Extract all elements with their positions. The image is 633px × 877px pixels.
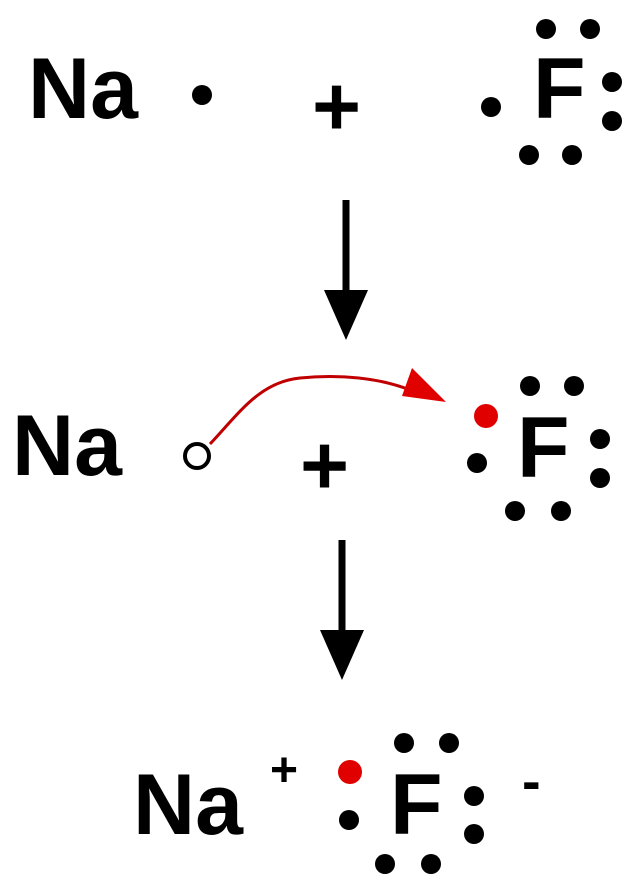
electron-dot	[481, 97, 501, 117]
fluorine-symbol: F	[517, 400, 570, 496]
sodium-symbol: Na	[12, 398, 123, 494]
electron-dot	[590, 429, 610, 449]
electron-dot	[602, 72, 622, 92]
electron-dot	[339, 810, 359, 830]
reactants-row: Na + F	[28, 19, 622, 165]
electron-dot	[505, 501, 525, 521]
electron-dot	[602, 111, 622, 131]
product-row: Na + F -	[133, 733, 541, 874]
electron-dot	[580, 19, 600, 39]
sodium-valence-electron	[192, 85, 212, 105]
sodium-ion-symbol: Na	[133, 757, 244, 853]
electron-dot	[590, 468, 610, 488]
sodium-vacated-electron	[183, 442, 211, 470]
electron-dot	[467, 453, 487, 473]
fluorine-valence-electrons	[481, 19, 622, 165]
electron-dot	[464, 824, 484, 844]
electron-transfer-arrowhead	[402, 368, 446, 402]
fluoride-ion-charge: -	[522, 749, 541, 812]
fluorine-symbol: F	[533, 41, 586, 137]
electron-dot	[394, 733, 414, 753]
fluoride-ion-symbol: F	[390, 757, 443, 853]
reaction-arrow-2	[320, 540, 364, 680]
electron-dot	[564, 376, 584, 396]
electron-dot	[421, 854, 441, 874]
transferred-electron	[338, 760, 362, 784]
fluoride-valence-electrons	[339, 733, 484, 874]
electron-dot	[464, 786, 484, 806]
transfer-row: Na + F	[12, 368, 610, 521]
sodium-symbol: Na	[28, 41, 139, 137]
plus-sign: +	[312, 59, 361, 153]
electron-transfer-arrow	[208, 375, 441, 446]
reaction-arrow-1	[324, 200, 368, 340]
electron-dot	[562, 145, 582, 165]
electron-dot	[375, 854, 395, 874]
transferred-electron	[474, 404, 498, 428]
sodium-ion-charge: +	[270, 744, 298, 797]
electron-dot	[551, 501, 571, 521]
plus-sign: +	[300, 418, 349, 512]
electron-dot	[520, 376, 540, 396]
electron-dot	[536, 19, 556, 39]
electron-dot	[439, 733, 459, 753]
fluorine-valence-electrons	[467, 376, 610, 521]
electron-dot	[519, 145, 539, 165]
